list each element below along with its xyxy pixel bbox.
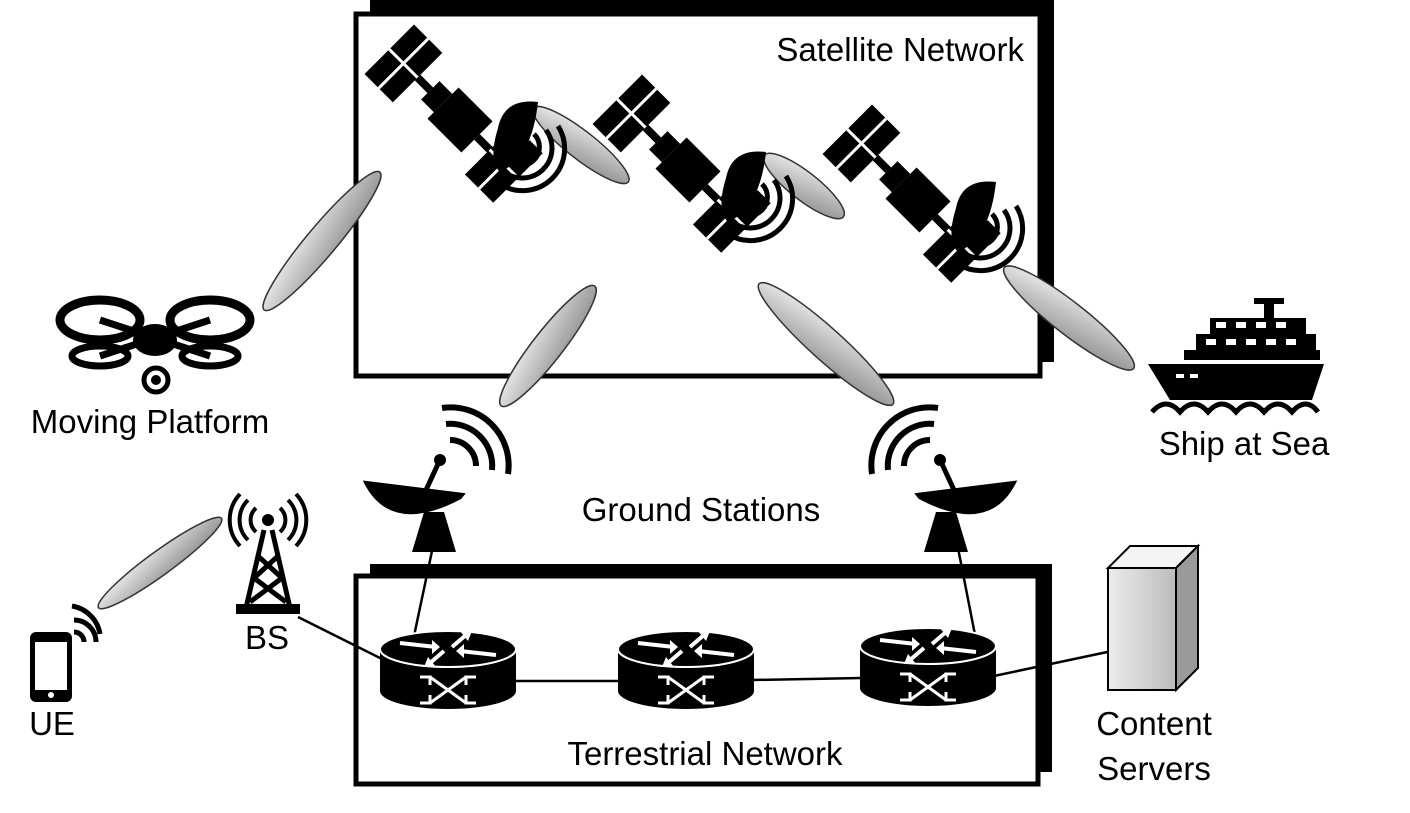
wired-links (297, 547, 1113, 683)
beam-sat2-groundstation-right (757, 281, 895, 407)
beam-drone-satellite (262, 170, 382, 312)
content-servers-label-line2: Servers (1097, 750, 1211, 787)
beam-sat2-groundstation-left (498, 284, 598, 408)
satellite-network-label: Satellite Network (776, 31, 1024, 68)
router-icon (616, 629, 756, 711)
satellite-dish-icon (868, 404, 1017, 552)
beam-sat3-ship (1002, 265, 1136, 371)
wireless-links (97, 105, 1136, 610)
drone-icon (55, 295, 255, 395)
cell-tower-icon (227, 492, 309, 614)
phone-icon (30, 603, 103, 702)
moving-platform-label: Moving Platform (31, 403, 269, 440)
server-icon (1105, 543, 1201, 693)
bs-label: BS (245, 619, 289, 656)
ship-at-sea-label: Ship at Sea (1159, 425, 1330, 462)
satellite-dish-icon (363, 404, 512, 552)
router-icon (378, 629, 518, 711)
content-servers-label-line1: Content (1096, 705, 1212, 742)
ship-icon (1148, 298, 1324, 416)
terrestrial-network-label: Terrestrial Network (567, 735, 843, 772)
ue-label: UE (29, 705, 75, 742)
router-icon (858, 626, 998, 708)
ground-stations-label: Ground Stations (582, 491, 820, 528)
beam-ue-bs (97, 516, 223, 610)
